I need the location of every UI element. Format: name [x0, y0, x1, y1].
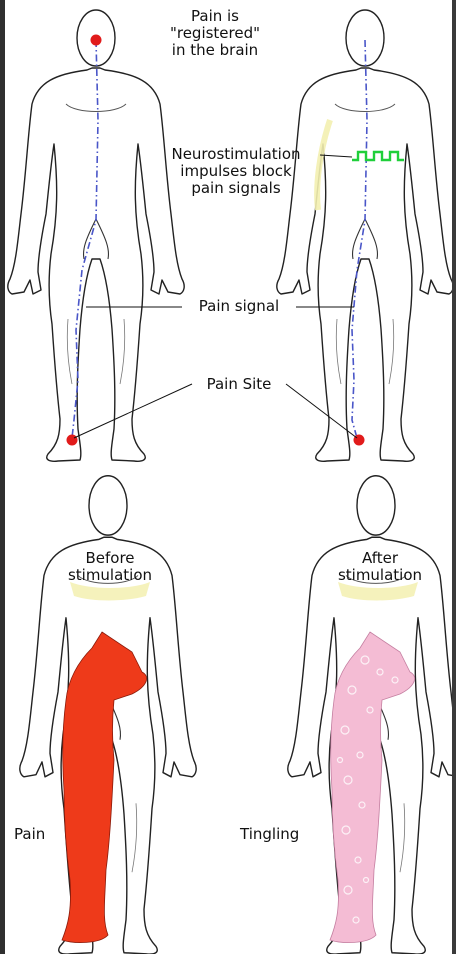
label-neuro-line3: pain signals: [146, 180, 326, 197]
label-brain-line2: "registered": [150, 25, 280, 42]
label-before-line1: Before: [58, 550, 162, 567]
label-after-line1: After: [326, 550, 434, 567]
frame-right-edge: [452, 0, 456, 954]
label-brain-line3: in the brain: [150, 42, 280, 59]
label-pain-signal: Pain signal: [182, 298, 296, 315]
frame-left-edge: [0, 0, 5, 954]
figure-top-right: [277, 10, 453, 461]
brain-pain-point: [91, 35, 102, 46]
label-before-stimulation: Before stimulation: [58, 550, 162, 584]
label-after-line2: stimulation: [326, 567, 434, 584]
label-neuro-line1: Neurostimulation: [146, 146, 326, 163]
label-before-line2: stimulation: [58, 567, 162, 584]
label-brain-line1: Pain is: [150, 8, 280, 25]
label-brain: Pain is "registered" in the brain: [150, 8, 280, 59]
label-neurostimulation: Neurostimulation impulses block pain sig…: [146, 146, 326, 197]
pain-site-point-left: [67, 435, 78, 446]
label-after-stimulation: After stimulation: [326, 550, 434, 584]
figure-top-left: [8, 10, 184, 461]
label-pain: Pain: [14, 826, 45, 843]
label-tingling: Tingling: [240, 826, 299, 843]
label-pain-site: Pain Site: [192, 376, 286, 393]
label-neuro-line2: impulses block: [146, 163, 326, 180]
